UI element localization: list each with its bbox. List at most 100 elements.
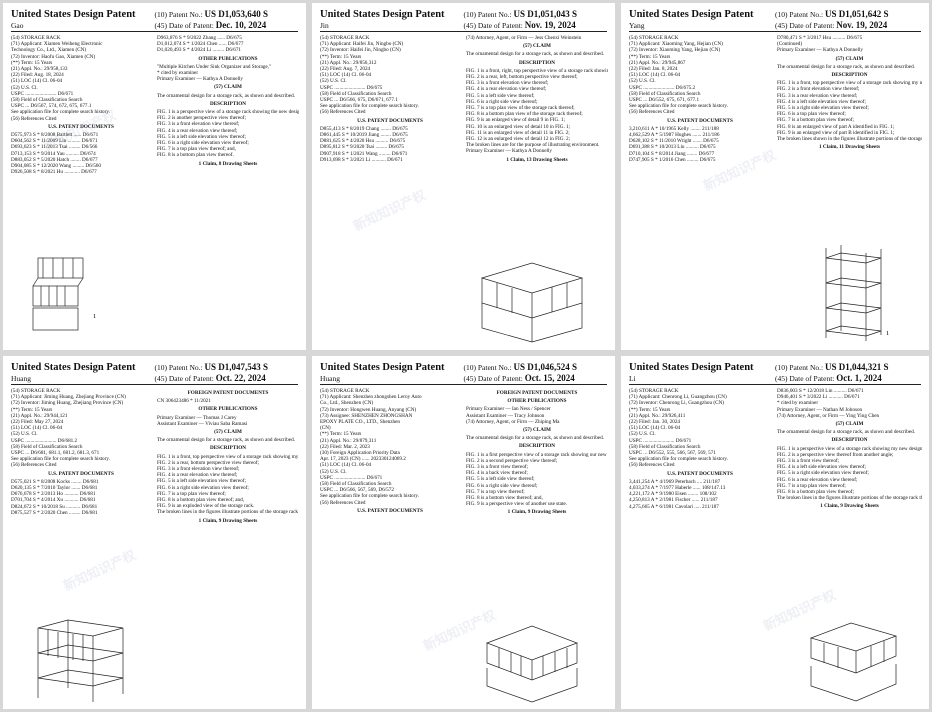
text-line: USPC ........................ D6/675 [320, 84, 383, 91]
text-line: FIG. 4 is a rear elevation view thereof; [157, 472, 238, 479]
text-line: 4,662,529 A * 5/1987 Hughes ....... 211/… [629, 132, 720, 139]
text-line: D701,704 S * 4/2014 Xu ........... D6/68… [11, 497, 96, 504]
text-line: FIG. 5 is a right side elevation view th… [777, 470, 869, 477]
text-line: (21) Appl. No.: 29/958,133 [11, 66, 68, 73]
text-line: D713,153 S * 9/2014 Yau .......... D6/67… [11, 150, 96, 157]
text-line: USPC ... D6/566, 675, D6/671, 677.1 [320, 97, 398, 104]
text-line: (52) U.S. Cl. [629, 78, 656, 85]
text-line: FIG. 4 is a left side elevation view the… [777, 98, 866, 105]
text-line: D883,052 S * 5/2020 Hatch ........ D6/67… [11, 156, 98, 163]
text-line: (52) U.S. Cl. [320, 468, 347, 475]
text-line: U.S. PATENT DOCUMENTS [357, 117, 423, 124]
text-line: CN 306423486 * 11/2021 [157, 398, 211, 405]
text-line: FIG. 2 is a perspective view thereof fro… [777, 451, 894, 458]
right-column: D836,003 S * 12/2018 Lin .......... D6/6… [777, 388, 922, 618]
text-line: (58) Field of Classification Search [629, 443, 701, 450]
text-line: (**) Term: 15 Years [11, 406, 53, 413]
text-line: USPC ........................ D6/671 [629, 437, 692, 444]
text-line: D1,012,074 S * 1/2024 Chen ...... D6/677 [157, 41, 244, 48]
text-line: DESCRIPTION [518, 59, 556, 66]
text-line: FIG. 7 is a top plan view thereof; [157, 490, 226, 497]
text-line: The ornamental design for a storage rack… [466, 435, 604, 442]
text-line: (51) LOC (14) Cl. 06-04 [320, 462, 372, 469]
storage-rack-drawing-icon: 1 [32, 257, 96, 331]
text-line: (71) Applicant: Chenrong Li, Guangzhou (… [629, 394, 727, 401]
text-line: (CN) [320, 425, 331, 432]
text-line: Primary Examiner — Ian Ness / Spencer [466, 406, 551, 413]
text-line: D963,876 S * 9/2022 Zhang ...... D6/675 [157, 35, 242, 41]
text-line: FIG. 9 is a perspective view of another … [466, 501, 567, 508]
text-line: Co., Ltd., Shenzhen (CN) [320, 400, 374, 407]
text-line: D875,527 S * 2/2020 Chen ......... D6/68… [11, 509, 98, 516]
storage-rack-drawing-icon [809, 622, 898, 702]
text-line: (74) Attorney, Agent, or Firm — Ying Yin… [777, 412, 880, 419]
text-line: See application file for complete search… [629, 456, 728, 463]
text-line: D904,085 S * 12/2020 Wang ......... D6/5… [11, 163, 101, 170]
text-line: (21) Appl. No.: 29/944,121 [11, 412, 68, 419]
text-line: (56) References Cited [320, 109, 366, 116]
text-line: FIG. 3 is a front elevation view thereof… [466, 80, 549, 87]
text-line: FIG. 6 is a right side elevation view th… [157, 484, 249, 491]
text-line: The ornamental design for a storage rack… [777, 429, 915, 436]
text-line: (54) STORAGE RACK [320, 388, 370, 394]
left-column: (54) STORAGE RACK(71) Applicant: Jiming … [11, 388, 151, 618]
text-line: The broken lines shown in the figures il… [777, 136, 922, 143]
text-line: (56) References Cited [629, 109, 675, 116]
text-line: FOREIGN PATENT DOCUMENTS [187, 390, 269, 396]
text-line: D747,905 S * 1/2016 Chen ......... D6/67… [629, 156, 716, 163]
text-line: (71) Applicant: Haifei Jin, Ningbo (CN) [320, 41, 404, 48]
text-line: * cited by examiner [777, 400, 819, 407]
text-line: D895,812 S * 9/2020 Tsai ......... D6/67… [320, 144, 404, 151]
text-line: (72) Inventor: Jiming Huang, Zhejiang Pr… [11, 400, 124, 407]
text-line: DESCRIPTION [518, 443, 556, 450]
text-line: Primary Examiner — Kathya A Donnelly [157, 76, 244, 83]
text-line: USPC ........................ D6/671 [11, 90, 74, 97]
text-line: FIG. 9 is an enlarged view of part B ide… [777, 129, 895, 136]
text-line: (22) Filed: Aug. 7, 2024 [320, 66, 371, 73]
text-line: (51) LOC (14) Cl. 06-04 [629, 72, 681, 79]
text-line: (22) Filed: Jan. 30, 2024 [629, 419, 681, 426]
text-line: (**) Term: 15 Years [11, 59, 53, 66]
text-line: (22) Filed: May 27, 2024 [11, 419, 64, 426]
text-line: FIG. 2 is another perspective view there… [157, 115, 246, 122]
text-line: D693,623 S * 11/2013 Tsai ......... D6/5… [11, 144, 98, 151]
text-line: 4,250,813 A * 2/1981 Fischer ...... 211/… [629, 497, 718, 504]
text-line: (**) Term: 15 Years [629, 406, 671, 413]
text-line: FIG. 2 is a rear, left, bottom perspecti… [466, 74, 578, 81]
text-line: D1,020,493 S * 4/2024 Li ......... D6/67… [157, 47, 242, 54]
left-column: (54) STORAGE RACK(71) Applicant: Haifei … [320, 35, 460, 347]
text-line: (58) Field of Classification Search [320, 481, 392, 488]
text-line: (51) LOC (14) Cl. 06-04 [629, 425, 681, 432]
text-line: (52) U.S. Cl. [11, 84, 38, 91]
text-line: The broken lines in the figures illustra… [157, 509, 299, 516]
storage-rack-drawing-icon: 1 [825, 245, 889, 341]
text-line: D604,562 S * 11/2009 Lin .......... D6/6… [11, 138, 98, 145]
text-line: (72) Inventor: Haifei Jin, Ningbo (CN) [320, 47, 401, 54]
text-line: (71) Applicant: Shenzhen zhongshen Leroy… [320, 394, 422, 401]
text-line: FIG. 4 is a rear elevation view thereof; [157, 127, 238, 134]
text-line: (22) Filed: Aug. 18, 2024 [11, 72, 64, 79]
text-line: (54) STORAGE RACK [629, 388, 679, 394]
text-line: D861,445 S * 10/2019 Jiang ........ D6/6… [320, 132, 408, 139]
text-line: See application file for complete search… [11, 456, 110, 463]
text-line: D926,508 S * 8/2021 Hu ............ D6/6… [11, 169, 97, 176]
text-line: D691,388 S * 10/2013 Liu .......... D6/6… [629, 144, 716, 151]
text-line: (72) Inventor: Xiaoming Yang, Hejian (CN… [629, 47, 721, 54]
text-line: (56) References Cited [11, 462, 57, 469]
text-line: 1 Claim, 11 Drawing Sheets [819, 144, 880, 151]
text-line: FIG. 7 is a bottom plan view thereof; [777, 117, 854, 124]
text-line: (58) Field of Classification Search [11, 443, 83, 450]
text-line: "Multiple Kitchen Under Sink Organizer a… [157, 63, 272, 70]
right-column: D780,471 S * 3/2017 Hsu .......... D6/67… [777, 35, 922, 255]
right-column: (74) Attorney, Agent, or Firm — Jess Che… [466, 35, 608, 255]
text-line: D907,918 S * 1/2021 Wang ......... D6/67… [320, 150, 408, 157]
text-line: FIG. 3 is a front elevation view thereof… [157, 466, 240, 473]
